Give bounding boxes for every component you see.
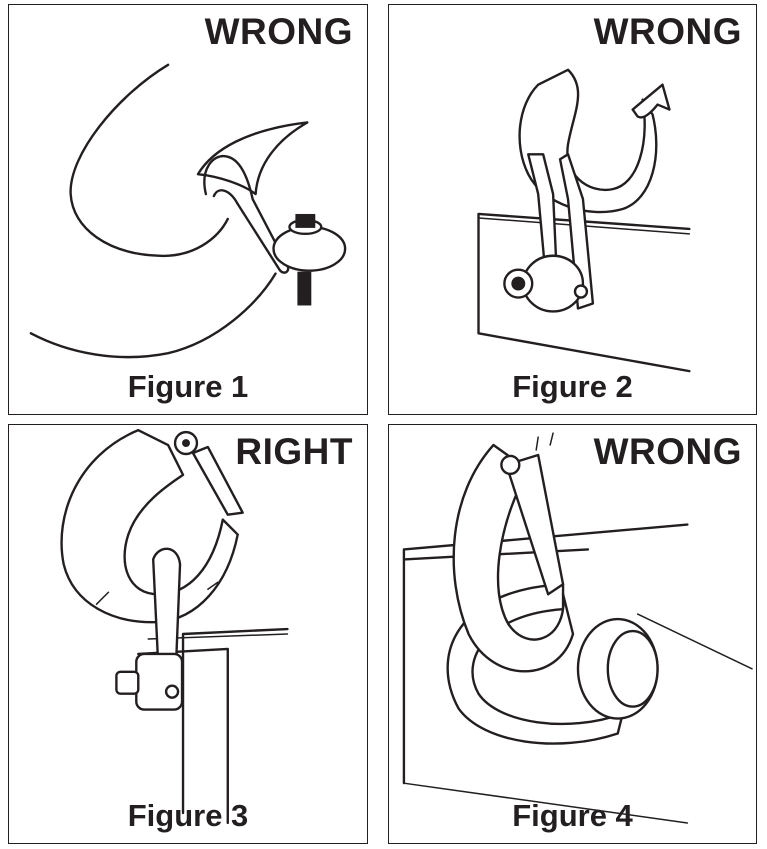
figure-3-panel: RIGHT Figure 3 (8, 424, 368, 844)
up-arrow-icon (631, 83, 671, 119)
hook-eye (500, 454, 521, 476)
hook-body (60, 428, 239, 624)
hook-lower-curve (29, 272, 277, 359)
figure-2-verdict: WRONG (593, 11, 742, 52)
figure-2-panel: WRONG Figure 2 (388, 4, 757, 415)
swivel-shaft (115, 670, 140, 695)
figure-2-illustration (477, 68, 691, 373)
hook-body (518, 68, 658, 214)
figure-4-caption: Figure 4 (512, 798, 633, 833)
bolt-head (295, 213, 316, 228)
hook-outline (69, 63, 229, 257)
figure-3-caption: Figure 3 (127, 798, 249, 833)
pin (573, 284, 589, 299)
pin (164, 684, 180, 699)
bail-right-arm (558, 153, 595, 310)
hook-arm (505, 453, 565, 596)
figure-1-caption: Figure 1 (127, 369, 249, 404)
figure-4-verdict: WRONG (593, 431, 742, 472)
figure-1-panel: WRONG Figure 1 (8, 4, 368, 415)
figure-4-illustration (402, 432, 753, 824)
figure-2-caption: Figure 2 (512, 369, 633, 404)
safety-latch (191, 445, 244, 516)
figure-1-illustration (29, 63, 347, 359)
swivel-housing (135, 652, 184, 711)
figure-4-panel: WRONG Figure 4 (388, 424, 757, 844)
hook-body (452, 443, 575, 673)
swivel-face (606, 629, 659, 708)
figure-1-verdict: WRONG (204, 11, 353, 52)
bail-loop (152, 547, 182, 666)
bolt-shank (297, 271, 312, 306)
figure-3-verdict: RIGHT (235, 431, 353, 472)
hook-tip (196, 121, 309, 196)
figure-3-illustration (60, 428, 289, 825)
